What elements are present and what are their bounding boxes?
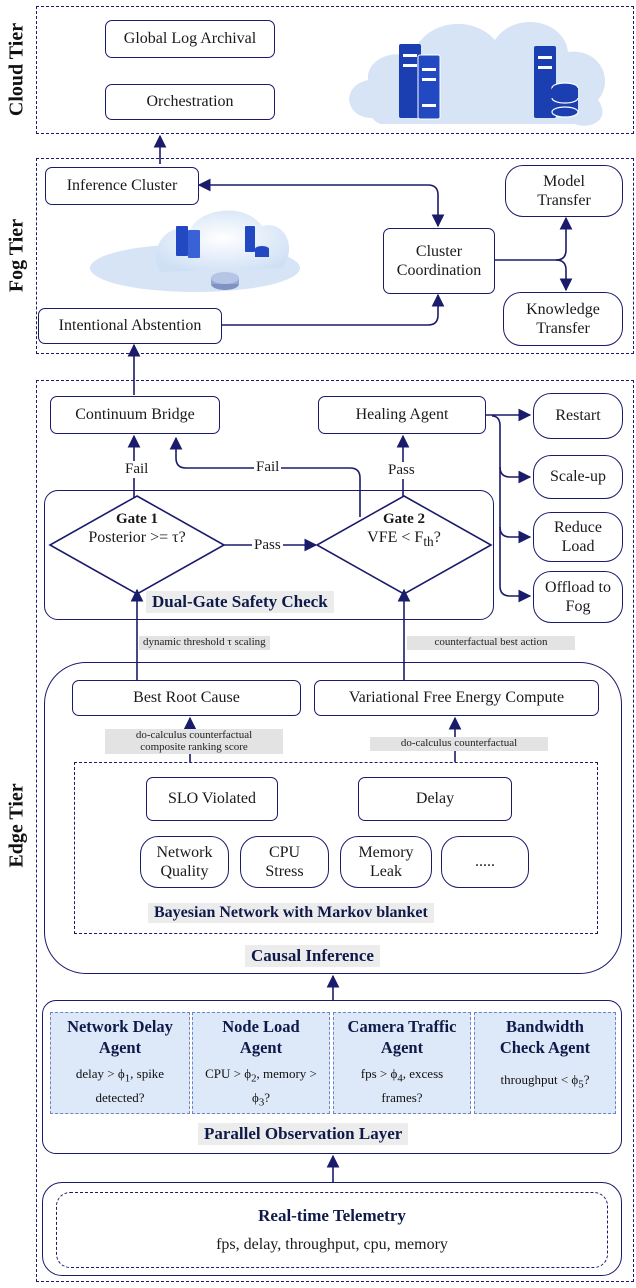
agent-network-delay-desc: delay > ϕ1, spike detected?: [75, 1066, 165, 1105]
parallel-observation-frame: [42, 1000, 622, 1154]
gate2-pass-label: Pass: [386, 462, 417, 479]
note-counterfactual: counterfactual best action: [407, 636, 575, 650]
orchestration-box: Orchestration: [105, 84, 275, 120]
best-root-cause-box: Best Root Cause: [72, 680, 301, 716]
cluster-coordination-box: Cluster Coordination: [383, 228, 495, 294]
bayesian-network-frame: [74, 762, 598, 934]
node-cpu-stress: CPU Stress: [240, 836, 329, 888]
action-reduce-load: Reduce Load: [533, 512, 623, 562]
vfe-compute-box: Variational Free Energy Compute: [314, 680, 599, 716]
agent-network-delay: Network Delay Agent delay > ϕ1, spike de…: [50, 1012, 190, 1114]
delay-box: Delay: [358, 777, 512, 821]
global-log-archival-box: Global Log Archival: [105, 20, 275, 58]
agent-node-load-title: Node Load Agent: [222, 1017, 300, 1057]
agent-bandwidth-check: Bandwidth Check Agent throughput < ϕ5?: [474, 1012, 616, 1114]
causal-inference-label: Causal Inference: [245, 945, 380, 967]
gate1-fail-label: Fail: [123, 461, 151, 478]
agent-node-load: Node Load Agent CPU > ϕ2, memory > ϕ3?: [192, 1012, 330, 1114]
agent-camera-traffic-title: Camera Traffic Agent: [347, 1017, 457, 1057]
gate-2-condition-main: VFE < F: [367, 528, 424, 546]
cloud-tier-label: Cloud Tier: [5, 22, 28, 117]
router-icon: [211, 272, 239, 290]
action-offload-to-fog: Offload to Fog: [533, 571, 623, 623]
telemetry-desc: fps, delay, throughput, cpu, memory: [216, 1235, 448, 1253]
gate-2-condition: VFE < Fth?: [330, 528, 478, 551]
gate1-pass-label: Pass: [252, 537, 283, 554]
parallel-observation-label: Parallel Observation Layer: [198, 1123, 409, 1145]
note-docalc-ranking-line2: composite ranking score: [140, 740, 248, 753]
fog-tier-frame: [36, 158, 634, 354]
telemetry-frame: [42, 1182, 622, 1276]
gate-1: Gate 1 Posterior >= τ?: [62, 511, 212, 548]
note-docalc-ranking: do-calculus counterfactual composite ran…: [105, 729, 283, 755]
knowledge-transfer-box: Knowledge Transfer: [503, 292, 623, 346]
slo-violated-box: SLO Violated: [146, 777, 278, 821]
gate-1-condition: Posterior >= τ?: [88, 528, 186, 546]
cloud-tier-frame: [36, 6, 634, 134]
agent-bandwidth-check-title: Bandwidth Check Agent: [499, 1017, 591, 1057]
server-rack-icon: [399, 44, 441, 120]
gate2-fail-label: Fail: [254, 459, 282, 476]
agent-bandwidth-check-desc: throughput < ϕ5?: [500, 1072, 590, 1091]
gate-1-title: Gate 1: [115, 511, 159, 527]
node-network-quality: Network Quality: [140, 836, 229, 888]
agent-node-load-desc: CPU > ϕ2, memory > ϕ3?: [205, 1066, 317, 1109]
action-scale-up: Scale-up: [533, 455, 623, 499]
healing-agent-box: Healing Agent: [318, 396, 486, 434]
agent-camera-traffic-desc: fps > ϕ4, excess frames?: [360, 1066, 444, 1105]
causal-inference-frame: [44, 662, 622, 974]
model-transfer-box: Model Transfer: [505, 165, 623, 217]
dual-gate-frame: [44, 490, 494, 620]
edge-tier-frame: [36, 380, 634, 1282]
gate-2-condition-end: ?: [433, 528, 441, 546]
action-restart: Restart: [533, 393, 623, 439]
bayesian-network-label: Bayesian Network with Markov blanket: [148, 903, 434, 924]
node-memory-leak: Memory Leak: [340, 836, 432, 888]
telemetry-title: Real-time Telemetry: [258, 1206, 406, 1226]
agent-camera-traffic: Camera Traffic Agent fps > ϕ4, excess fr…: [333, 1012, 471, 1114]
database-icon: [534, 46, 579, 118]
node-more: .....: [441, 836, 529, 888]
dual-gate-label: Dual-Gate Safety Check: [146, 591, 334, 613]
agent-network-delay-title: Network Delay Agent: [67, 1017, 173, 1057]
note-docalc-ranking-line1: do-calculus counterfactual: [135, 729, 253, 741]
fog-tier-label: Fog Tier: [5, 218, 28, 293]
gate-2: Gate 2 VFE < Fth?: [330, 511, 478, 550]
gate-2-condition-sub: th: [423, 533, 434, 549]
edge-tier-label: Edge Tier: [5, 783, 28, 868]
continuum-bridge-box: Continuum Bridge: [50, 396, 220, 434]
note-threshold: dynamic threshold τ scaling: [139, 636, 270, 650]
fog-cloud-icon: [90, 210, 300, 292]
telemetry-inner: Real-time Telemetry fps, delay, throughp…: [56, 1192, 608, 1268]
intentional-abstention-box: Intentional Abstention: [38, 308, 222, 344]
note-docalc: do-calculus counterfactual: [370, 737, 548, 751]
gate-2-title: Gate 2: [382, 511, 426, 527]
inference-cluster-box: Inference Cluster: [45, 167, 199, 205]
